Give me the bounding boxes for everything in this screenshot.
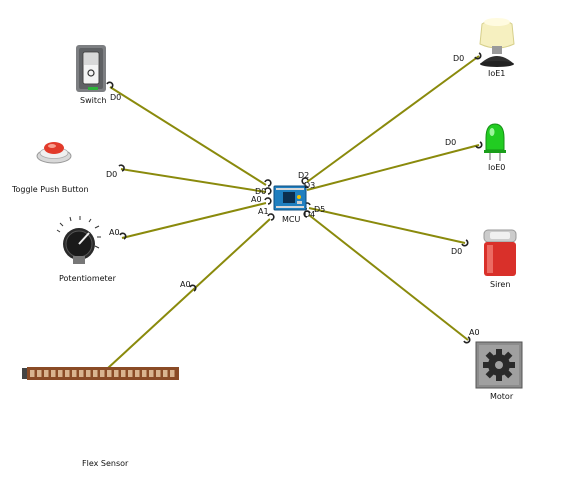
port-connector[interactable]: [189, 284, 197, 292]
microcontroller-icon[interactable]: [273, 185, 307, 211]
led-icon[interactable]: [484, 123, 506, 161]
switch-icon[interactable]: [76, 45, 106, 92]
port-label-switch: D0: [110, 93, 122, 102]
port-label-mcu-d2: D2: [298, 171, 310, 180]
port-connector[interactable]: [474, 52, 482, 60]
motor-label: Motor: [490, 392, 514, 401]
ioe0-label: IoE0: [488, 163, 506, 172]
port-connector[interactable]: [264, 187, 272, 195]
flex-sensor-cell: [51, 370, 56, 377]
flex-sensor-cell: [128, 370, 133, 377]
toggle-push-button-label: Toggle Push Button: [12, 185, 89, 194]
port-connector[interactable]: [119, 232, 127, 240]
cable-flex-mcu[interactable]: [107, 218, 271, 369]
port-label-mcu-d3: D3: [304, 181, 316, 190]
flex-sensor-cell: [79, 370, 84, 377]
flex-sensor-cell: [86, 370, 91, 377]
flex-sensor-cell: [170, 370, 175, 377]
port-label-ioe0: D0: [445, 138, 457, 147]
port-label-mcu-d0: D0: [255, 187, 267, 196]
flex-sensor-label: Flex Sensor: [82, 459, 129, 468]
switch-label: Switch: [80, 96, 107, 105]
cable-mcu-motor[interactable]: [308, 214, 469, 341]
port-label-siren: D0: [451, 247, 463, 256]
push-button-icon[interactable]: [36, 142, 72, 164]
flex-sensor-icon[interactable]: [22, 367, 179, 380]
flex-sensor-cell: [121, 370, 126, 377]
port-label-mcu-d5: D5: [314, 205, 326, 214]
port-label-motor: A0: [469, 328, 480, 337]
flex-sensor-cell: [37, 370, 42, 377]
port-connector[interactable]: [461, 239, 469, 247]
motor-gear-icon[interactable]: [475, 341, 523, 389]
flex-sensor-cell: [135, 370, 140, 377]
port-connector[interactable]: [106, 81, 114, 89]
potentiometer-label: Potentiometer: [59, 274, 116, 283]
cable-switch-mcu[interactable]: [109, 86, 267, 186]
cable-mcu-ioe1[interactable]: [306, 55, 480, 183]
flex-sensor-cell: [163, 370, 168, 377]
port-connector[interactable]: [118, 164, 125, 172]
port-connector[interactable]: [475, 141, 483, 149]
port-label-toggle: D0: [106, 170, 118, 179]
mcu-label: MCU: [282, 215, 301, 224]
port-connector[interactable]: [463, 336, 471, 344]
port-connector[interactable]: [264, 179, 272, 187]
flex-sensor-cell: [44, 370, 49, 377]
cable-mcu-siren[interactable]: [308, 207, 466, 244]
lamp-icon[interactable]: [479, 18, 515, 67]
flex-sensor-cell: [30, 370, 35, 377]
port-connector[interactable]: [264, 197, 272, 205]
flex-sensor-cell: [156, 370, 161, 377]
cable-mcu-ioe0[interactable]: [306, 144, 480, 191]
cable-pot-mcu[interactable]: [121, 202, 267, 239]
port-connector[interactable]: [303, 210, 311, 218]
port-label-flex: A0: [180, 280, 191, 289]
port-label-mcu-a1: A1: [258, 207, 269, 216]
flex-sensor-cell: [93, 370, 98, 377]
flex-sensor-cell: [114, 370, 119, 377]
flex-sensor-cell: [72, 370, 77, 377]
cables: [107, 55, 480, 369]
flex-sensor-cell: [142, 370, 147, 377]
siren-icon[interactable]: [483, 229, 517, 276]
flex-sensor-cell: [100, 370, 105, 377]
knob-icon[interactable]: [56, 216, 101, 264]
port-connector[interactable]: [267, 213, 275, 221]
flex-sensor-cell: [107, 370, 112, 377]
port-connector[interactable]: [301, 177, 309, 185]
port-label-mcu-d4: D4: [304, 210, 316, 219]
port-label-ioe1: D0: [453, 54, 465, 63]
port-label-mcu-a0: A0: [251, 195, 262, 204]
flex-sensor-cell: [58, 370, 63, 377]
siren-label: Siren: [490, 280, 511, 289]
port-label-pot: A0: [109, 228, 120, 237]
ioe1-label: IoE1: [488, 69, 506, 78]
flex-sensor-cell: [149, 370, 154, 377]
flex-sensor-cell: [65, 370, 70, 377]
cable-toggle-mcu[interactable]: [120, 168, 267, 193]
